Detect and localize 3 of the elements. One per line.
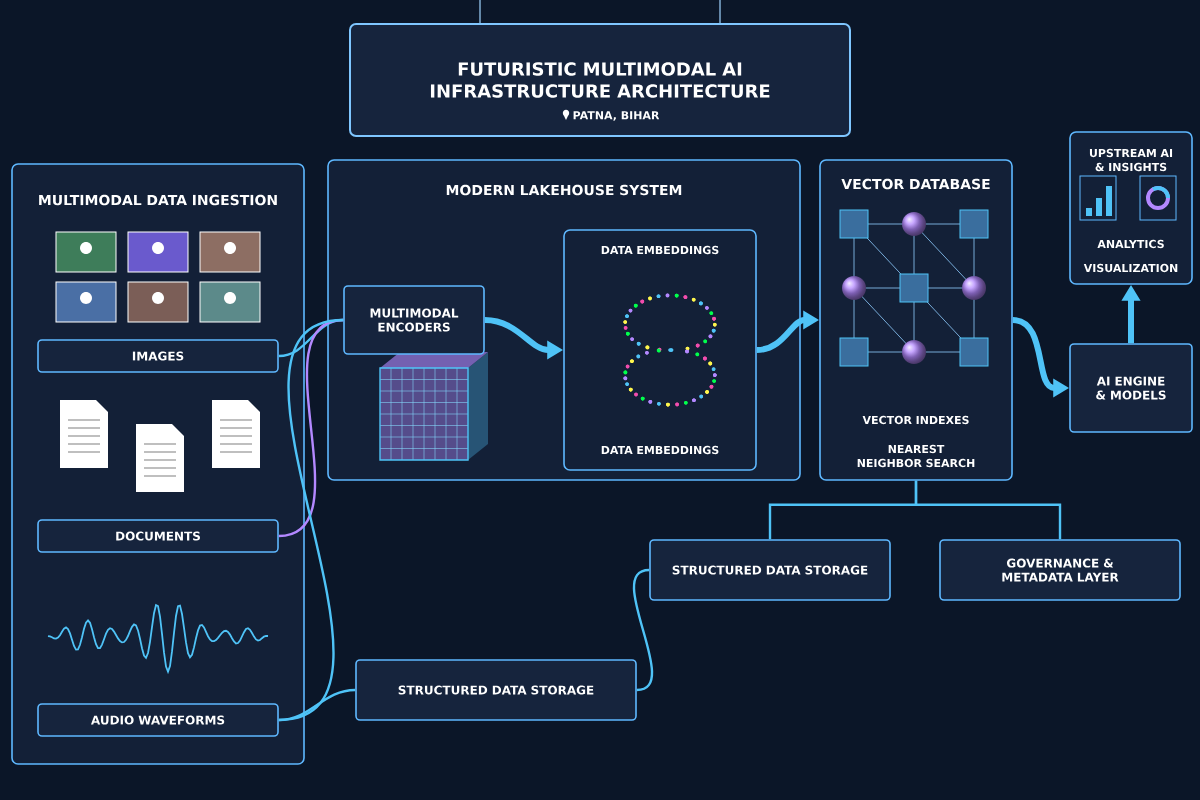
connector-line xyxy=(914,480,1062,540)
connector-line xyxy=(278,318,344,538)
connector-line xyxy=(278,688,356,722)
